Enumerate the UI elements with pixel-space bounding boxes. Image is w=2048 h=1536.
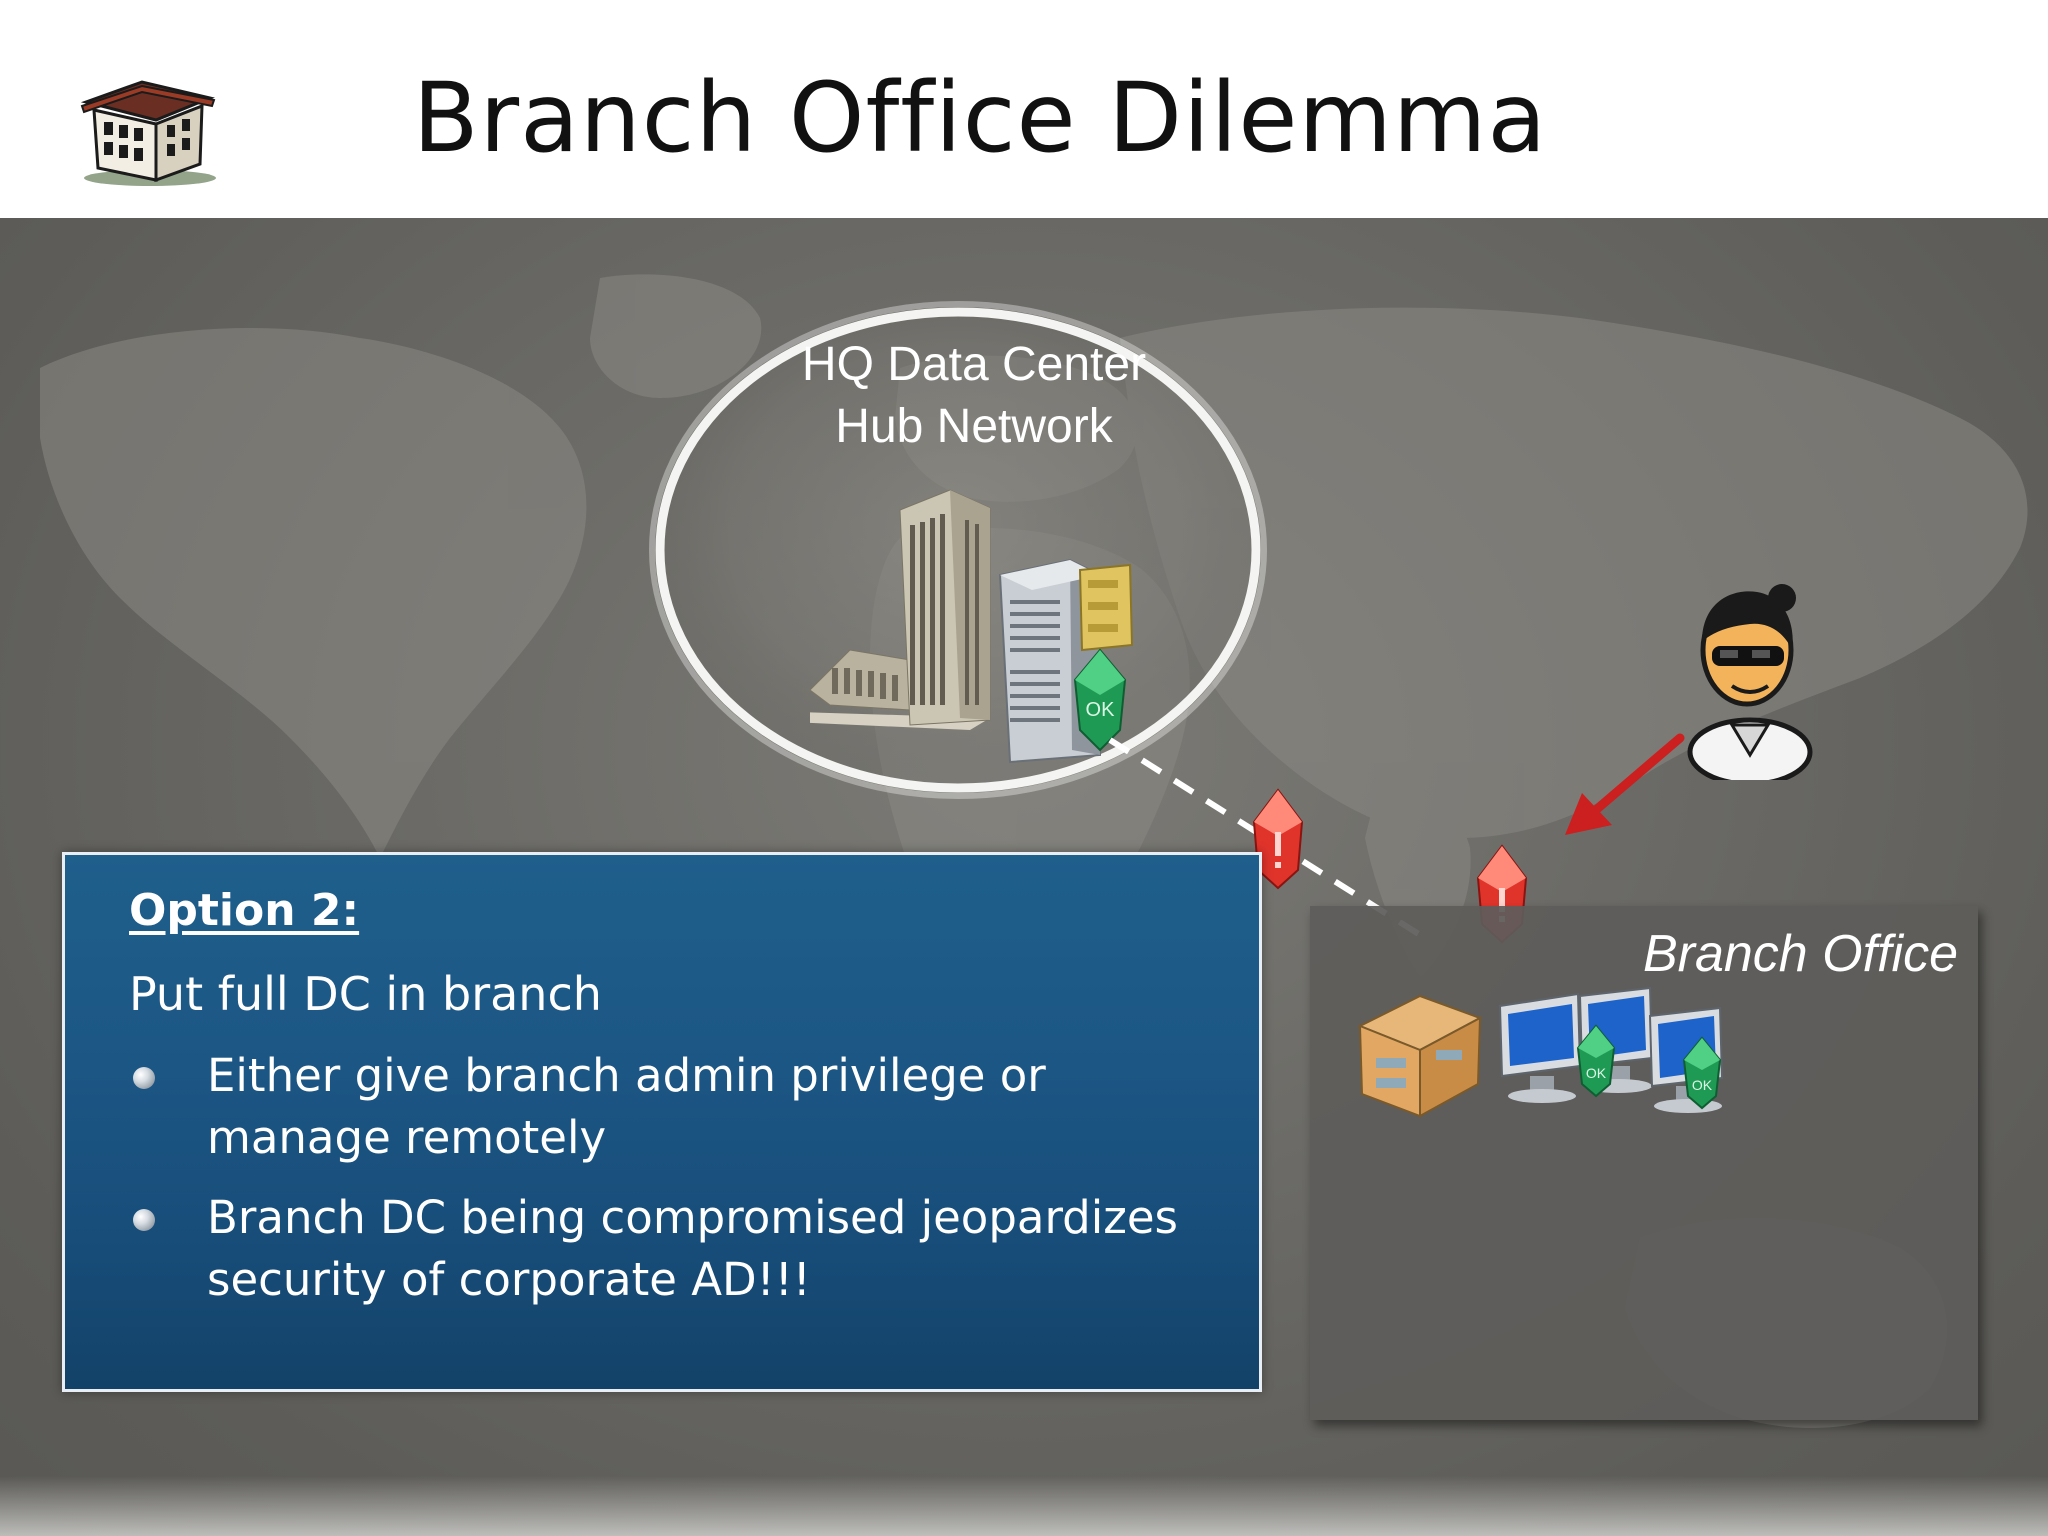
hq-datacenter-illustration: OK xyxy=(810,489,1134,764)
hq-ok-badge-text: OK xyxy=(1086,699,1116,721)
hacker-attacker-icon xyxy=(1687,584,1813,780)
hq-label-line2: Hub Network xyxy=(835,400,1113,453)
branch-ok-badge-text: OK xyxy=(1692,1077,1713,1093)
bullet-text: Branch DC being compromised jeopardizes … xyxy=(207,1191,1178,1306)
office-tower-icon xyxy=(899,489,991,726)
hq-label-line1: HQ Data Center xyxy=(801,338,1147,391)
slide-header: Branch Office Dilemma xyxy=(0,0,2048,218)
option-panel: Option 2: Put full DC in branch Either g… xyxy=(62,852,1262,1392)
option-subheading: Put full DC in branch xyxy=(129,967,602,1021)
branch-office-box: Branch Office xyxy=(1310,906,1978,1420)
stage-bottom-fade xyxy=(0,1476,2048,1536)
hq-label: HQ Data Center Hub Network xyxy=(700,334,1248,458)
branch-building-icon xyxy=(1357,994,1483,1118)
bullet-dot-icon xyxy=(133,1209,155,1231)
branch-ok-badge-text: OK xyxy=(1586,1065,1607,1081)
ok-status-icon: OK xyxy=(1576,1024,1616,1098)
folder-icon xyxy=(1078,563,1134,652)
branch-office-illustration: OK OK xyxy=(1357,986,1724,1118)
page-title: Branch Office Dilemma xyxy=(412,62,1548,174)
ok-status-icon: OK xyxy=(1682,1036,1722,1110)
bullet-dot-icon xyxy=(133,1067,155,1089)
building-logo-icon xyxy=(80,80,216,186)
option-bullet-list: Either give branch admin privilege or ma… xyxy=(129,1045,1229,1329)
ok-status-icon: OK xyxy=(1073,648,1127,752)
list-item: Either give branch admin privilege or ma… xyxy=(129,1045,1229,1169)
option-heading: Option 2: xyxy=(129,885,360,936)
bullet-text: Either give branch admin privilege or ma… xyxy=(207,1049,1046,1164)
workstation-icon xyxy=(1498,992,1582,1103)
branch-office-label: Branch Office xyxy=(1642,925,1958,983)
list-item: Branch DC being compromised jeopardizes … xyxy=(129,1187,1229,1311)
